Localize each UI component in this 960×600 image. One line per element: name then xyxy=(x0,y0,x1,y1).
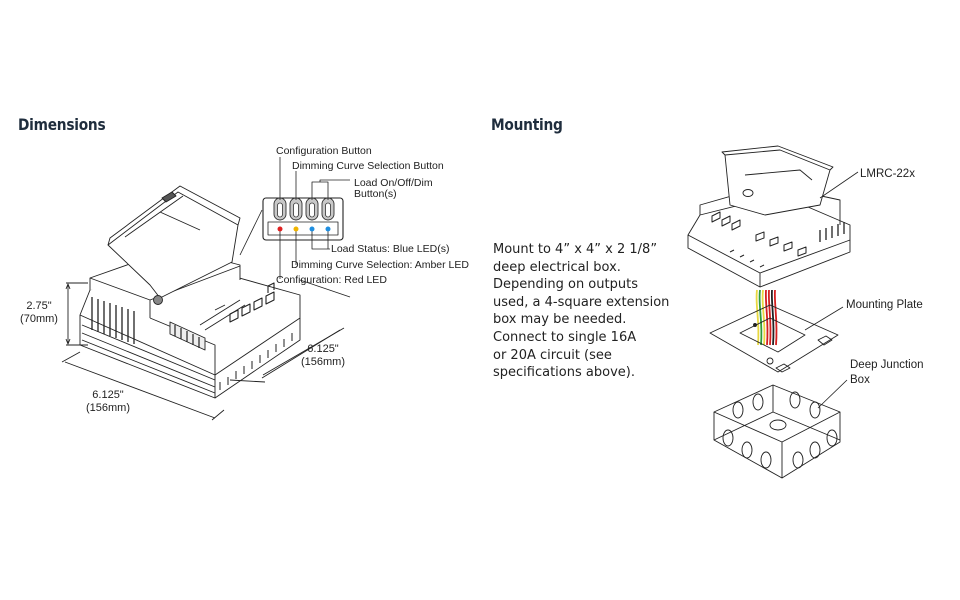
description-line: Depending on outputs xyxy=(493,277,638,293)
mounting-description: Mount to 4” x 4” x 2 1/8” deep electrica… xyxy=(493,241,683,382)
configuration-button-label: Configuration Button xyxy=(276,145,372,157)
load-button-label-line2: Button(s) xyxy=(354,188,397,200)
wires xyxy=(755,289,778,346)
junction-box-label-line2: Box xyxy=(850,374,870,386)
description-line: used, a 4-square extension xyxy=(493,294,670,310)
depth-dimension-line xyxy=(229,279,351,383)
dimming-curve-led-indicator xyxy=(293,226,299,232)
width-dimension-line xyxy=(61,351,225,421)
configuration-led-indicator xyxy=(277,226,283,232)
dimming-curve-led-label: Dimming Curve Selection: Amber LED xyxy=(291,259,469,271)
load-button-label-line1: Load On/Off/Dim xyxy=(354,177,433,189)
description-line: or 20A circuit (see xyxy=(493,347,612,363)
description-line: deep electrical box. xyxy=(493,259,621,275)
description-line: box may be needed. xyxy=(493,312,627,328)
mounting-plate-drawing xyxy=(709,304,839,373)
load-status-led-indicator xyxy=(325,226,331,232)
height-dimension: 2.75" (70mm) xyxy=(14,300,64,326)
led-indicators xyxy=(277,226,331,232)
description-line: Mount to 4” x 4” x 2 1/8” xyxy=(493,242,658,257)
dimming-curve-button-label: Dimming Curve Selection Button xyxy=(292,160,444,172)
width-metric: (156mm) xyxy=(85,402,130,414)
mounting-leaders xyxy=(804,171,859,409)
dimensions-heading: Dimensions xyxy=(18,115,106,134)
mounting-controller-drawing xyxy=(687,145,851,346)
load-status-led-indicator xyxy=(309,226,315,232)
controller-dimensions-drawing xyxy=(79,185,301,399)
mounting-heading: Mounting xyxy=(491,115,563,134)
configuration-led-label: Configuration: Red LED xyxy=(276,274,387,286)
height-metric: (70mm) xyxy=(20,313,58,325)
description-line: specifications above). xyxy=(493,365,635,381)
button-led-inset xyxy=(262,197,344,241)
height-imperial: 2.75" xyxy=(26,300,52,312)
depth-dimension: 6.125" (156mm) xyxy=(292,343,354,369)
controller-model-label: LMRC-22x xyxy=(860,168,915,180)
load-status-led-label: Load Status: Blue LED(s) xyxy=(331,243,450,255)
width-dimension: 6.125" (156mm) xyxy=(78,389,138,415)
junction-box-label-line1: Deep Junction xyxy=(850,359,924,371)
width-imperial: 6.125" xyxy=(92,389,124,401)
mounting-plate-label: Mounting Plate xyxy=(846,299,923,311)
description-line: Connect to single 16A xyxy=(493,329,637,345)
depth-imperial: 6.125" xyxy=(307,343,339,355)
junction-box-drawing xyxy=(713,384,841,479)
height-dimension-line xyxy=(65,282,88,346)
depth-metric: (156mm) xyxy=(300,356,345,368)
inset-leaders xyxy=(279,157,350,279)
